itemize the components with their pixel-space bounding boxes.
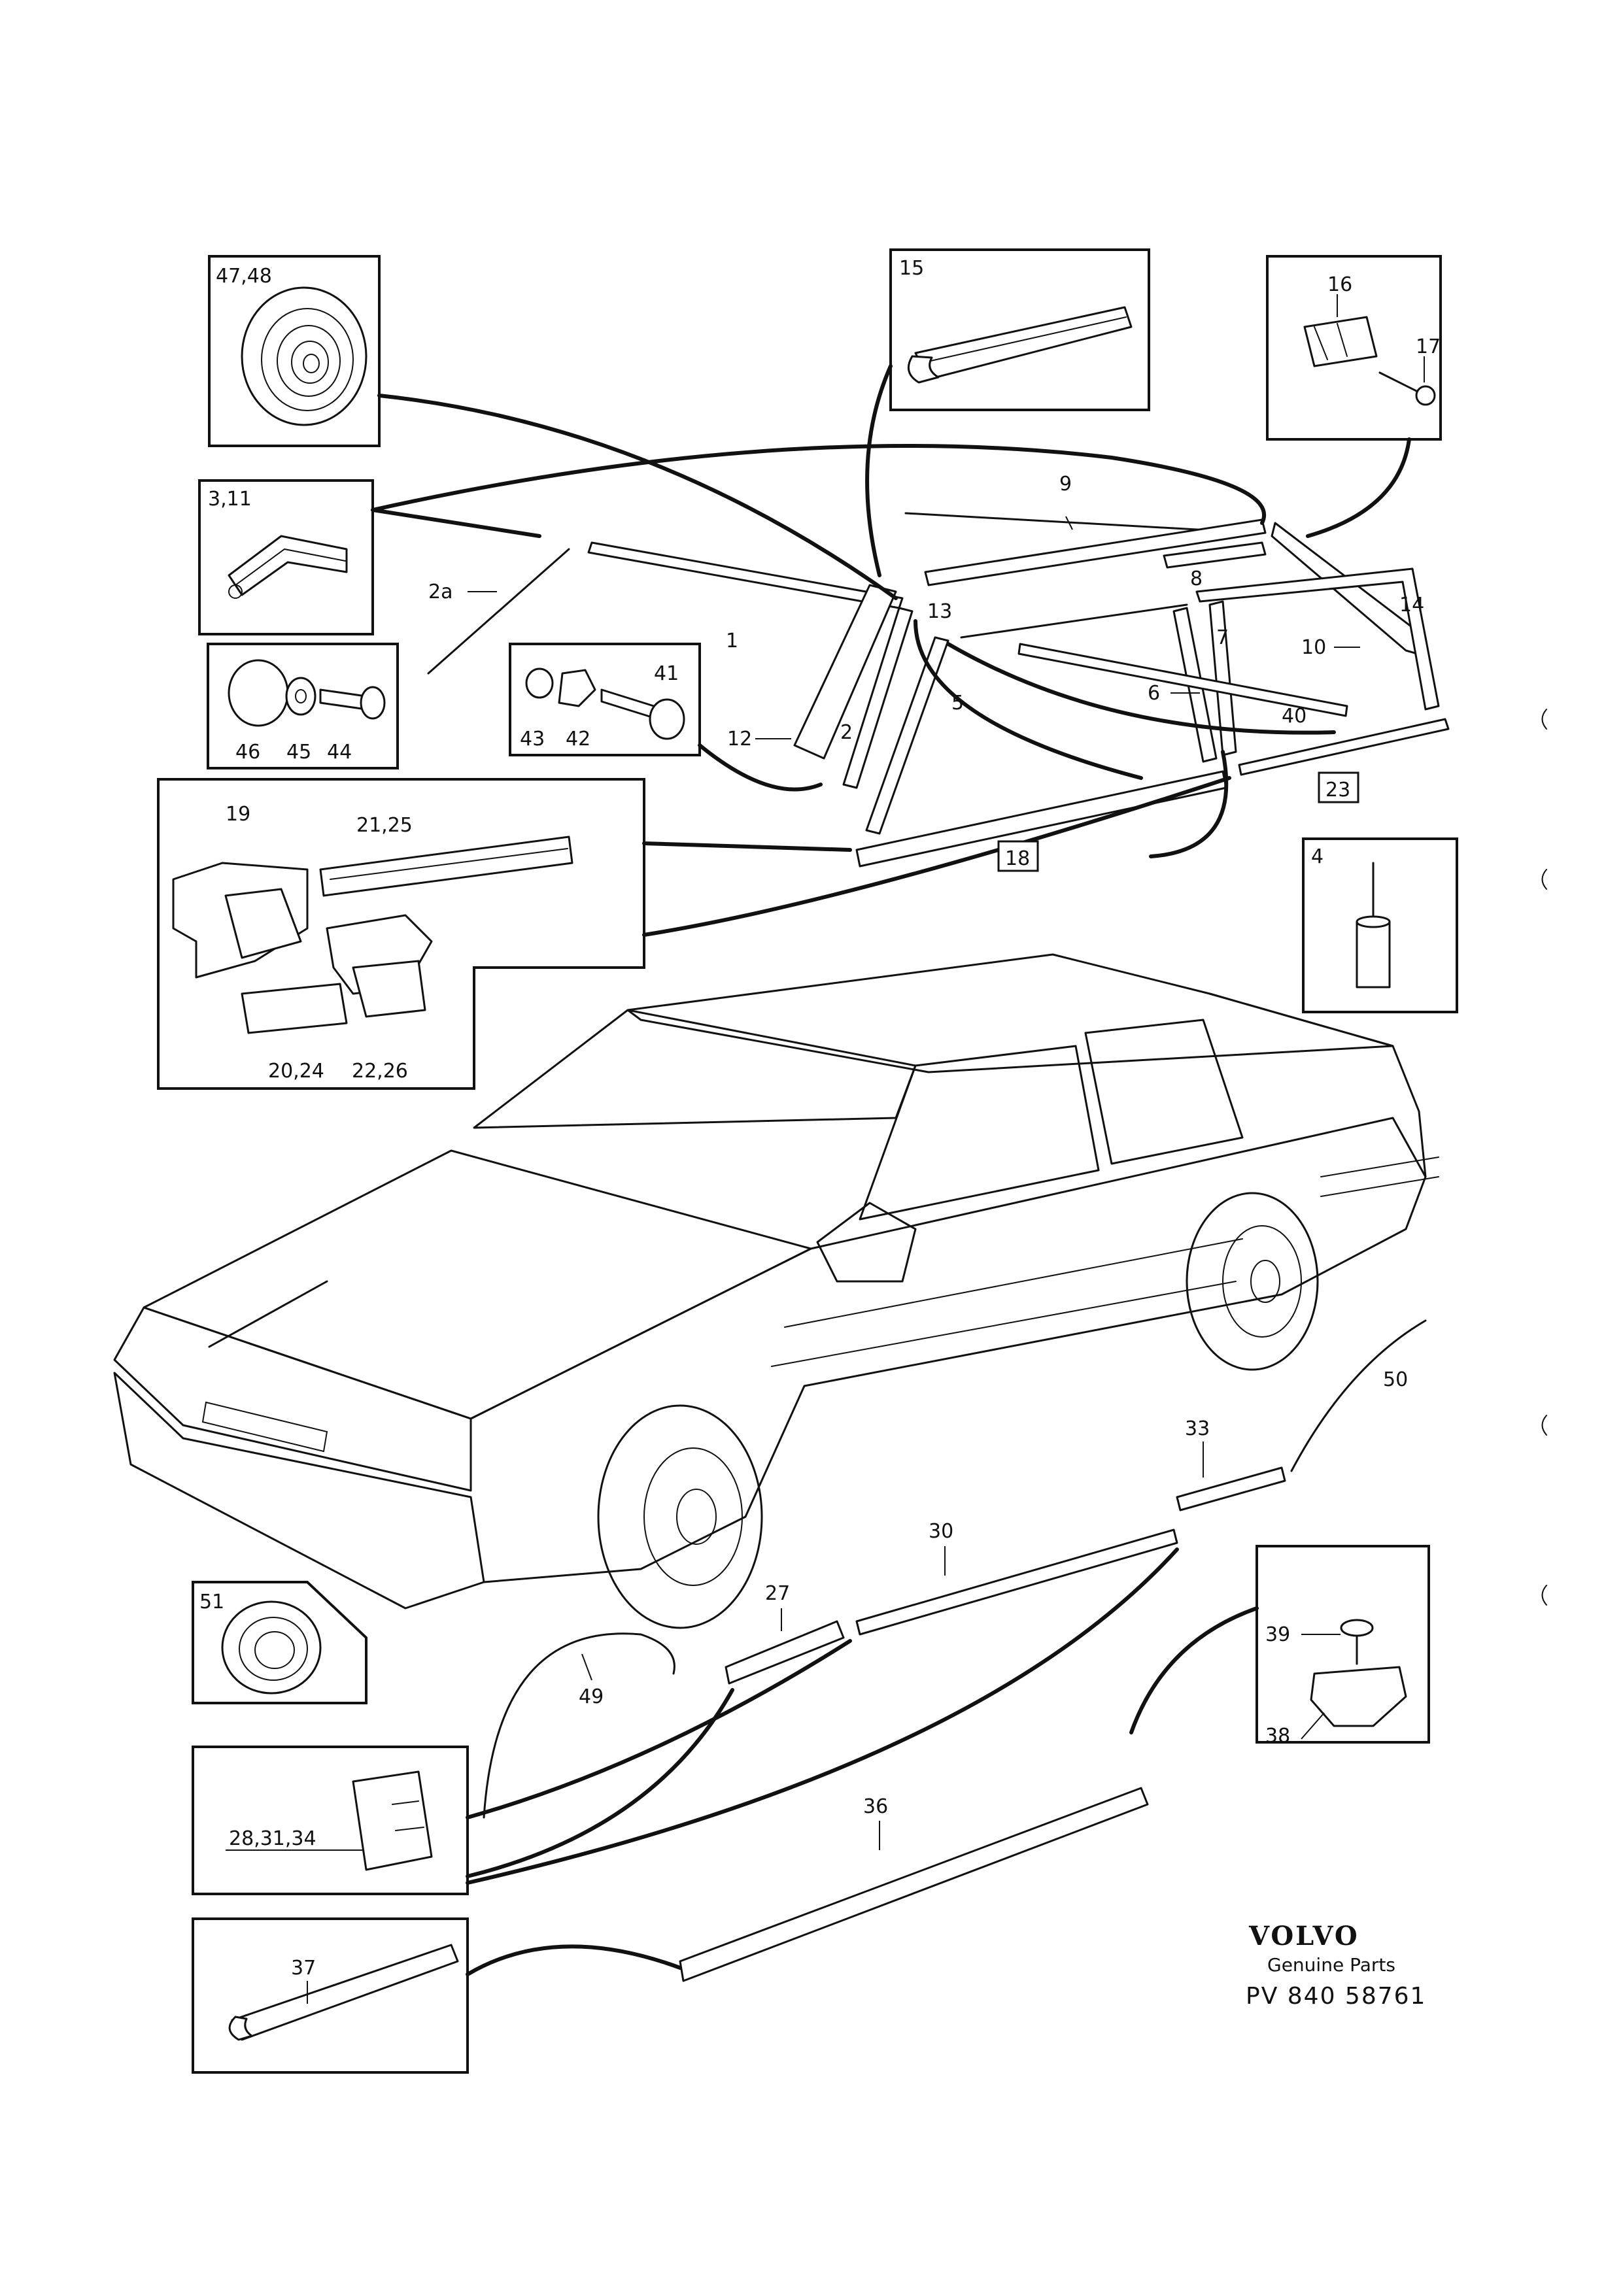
callout-20-24: 20,24 — [268, 1060, 324, 1083]
margin-marks — [1541, 709, 1547, 1606]
callout-22-26: 22,26 — [352, 1060, 408, 1083]
callout-19: 19 — [226, 803, 250, 826]
connector-lines — [371, 364, 1411, 937]
callout-1: 1 — [726, 630, 738, 652]
car-body — [113, 953, 1439, 1629]
reference-number: PV 840 58761 — [1246, 1983, 1426, 2010]
inset-38-39: 39 38 — [1256, 1545, 1430, 1747]
callout-40: 40 — [1282, 705, 1307, 728]
callout-51: 51 — [199, 1591, 224, 1613]
callout-13: 13 — [927, 600, 952, 623]
callout-45: 45 — [286, 741, 311, 764]
callout-7: 7 — [1216, 626, 1229, 649]
brand-logo: VOLVO — [1248, 1921, 1359, 1951]
callout-3-11: 3,11 — [208, 488, 252, 511]
callout-15: 15 — [899, 257, 924, 280]
callout-36: 36 — [863, 1795, 888, 1818]
callout-8: 8 — [1190, 567, 1203, 590]
callout-4: 4 — [1311, 845, 1324, 868]
inset-43-42-41: 43 42 41 — [509, 643, 701, 756]
callout-49: 49 — [579, 1685, 604, 1708]
callout-42: 42 — [566, 728, 590, 751]
inset-47-48: 47,48 — [208, 255, 381, 447]
callout-46: 46 — [235, 741, 260, 764]
callout-50: 50 — [1383, 1368, 1408, 1391]
callout-10: 10 — [1301, 636, 1326, 659]
callout-28-31-34: 28,31,34 — [229, 1827, 316, 1850]
callout-37: 37 — [291, 1957, 316, 1980]
callout-9: 9 — [1059, 473, 1072, 496]
callout-18: 18 — [1005, 847, 1030, 870]
callout-labels: 2a 1 9 13 8 14 7 10 12 2 5 6 40 23 18 50… — [428, 473, 1424, 1850]
callout-14: 14 — [1399, 594, 1424, 616]
callout-47-48: 47,48 — [216, 265, 272, 288]
inset-51: 51 — [192, 1581, 367, 1704]
callout-5: 5 — [951, 692, 964, 715]
inset-15: 15 — [889, 248, 1150, 411]
callout-43: 43 — [520, 728, 545, 751]
callout-6: 6 — [1148, 682, 1160, 705]
callout-33: 33 — [1185, 1417, 1210, 1440]
mouldings-upper — [427, 512, 1450, 868]
inset-28-31-34: 28,31,34 — [192, 1746, 469, 1895]
callout-44: 44 — [327, 741, 352, 764]
callout-2: 2 — [840, 721, 853, 744]
inset-3-11: 3,11 — [198, 479, 374, 635]
callout-12: 12 — [727, 728, 752, 751]
callout-27: 27 — [765, 1582, 790, 1605]
callout-30: 30 — [929, 1520, 953, 1543]
inset-16-17: 16 17 — [1266, 255, 1442, 441]
inset-4: 4 — [1302, 837, 1458, 1013]
callout-2a: 2a — [428, 581, 453, 603]
callout-23: 23 — [1325, 779, 1350, 802]
callout-16: 16 — [1327, 273, 1352, 296]
callout-21-25: 21,25 — [356, 814, 413, 837]
connector-lines-lower — [466, 1547, 1259, 1976]
mouldings-lower — [483, 1319, 1427, 1982]
callout-39: 39 — [1265, 1623, 1290, 1646]
inset-46-45-44: 46 45 44 — [207, 643, 399, 769]
callout-38: 38 — [1265, 1725, 1290, 1747]
inset-37: 37 — [192, 1917, 469, 2074]
callout-17: 17 — [1416, 335, 1441, 358]
footer-block: VOLVO Genuine Parts PV 840 58761 — [1246, 1921, 1426, 2010]
brand-tagline: Genuine Parts — [1267, 1954, 1395, 1976]
callout-41: 41 — [654, 662, 679, 685]
inset-19-20-21-22: 19 21,25 20,24 22,26 — [157, 778, 645, 1090]
